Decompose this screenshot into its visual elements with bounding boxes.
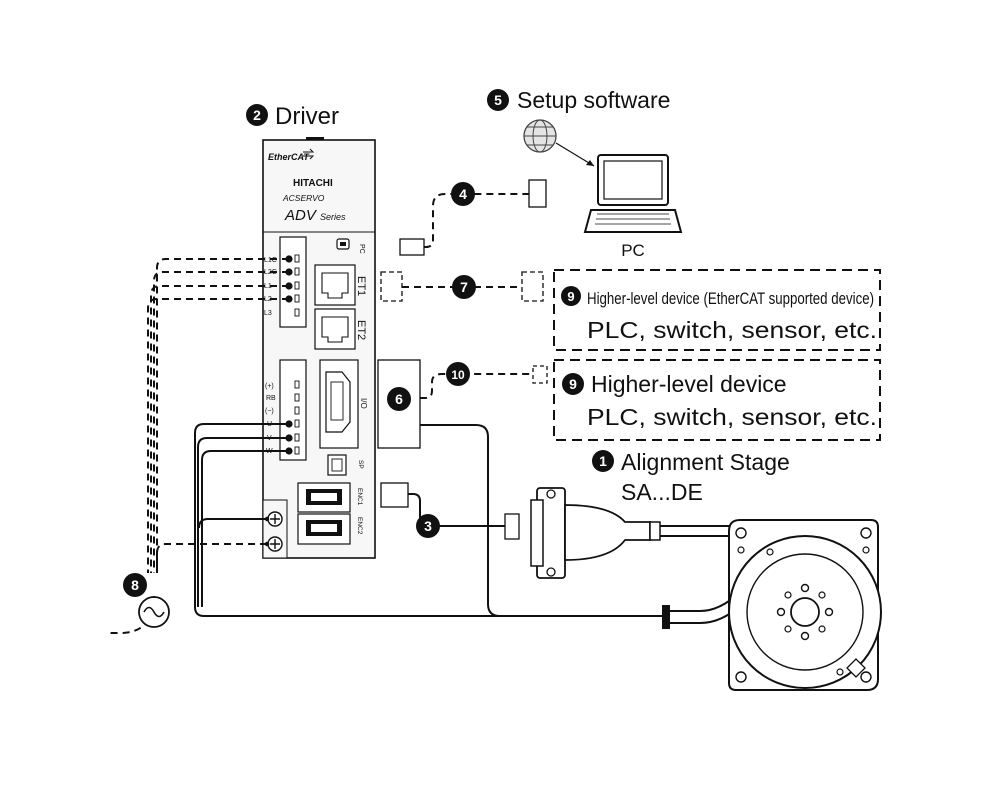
pc-cable-usb-plug bbox=[528, 179, 547, 208]
terminal-label: (−) bbox=[265, 408, 274, 415]
stage-title: Alignment Stage bbox=[621, 449, 790, 475]
terminal-label: L1C bbox=[264, 257, 277, 264]
dashed-power-cables bbox=[108, 258, 289, 634]
ethercat-logo: EtherCAT bbox=[268, 152, 310, 162]
higher-io-examples: PLC, switch, sensor, etc. bbox=[587, 404, 877, 430]
higher-io-number-badge: 9 bbox=[562, 373, 584, 395]
driver-unit: EtherCAT HITACHI ACSERVO ADV Series L1C … bbox=[262, 137, 376, 559]
stage-number-badge: 1 bbox=[592, 450, 614, 472]
svg-text:9: 9 bbox=[567, 289, 574, 304]
et2-port-label: ET2 bbox=[355, 320, 367, 340]
marker-10: 10 bbox=[446, 362, 470, 386]
terminal-label: RB bbox=[266, 395, 276, 402]
pc-cable-plug bbox=[399, 238, 425, 256]
svg-text:8: 8 bbox=[131, 577, 139, 593]
alignment-stage-device bbox=[530, 487, 882, 691]
laptop-icon bbox=[583, 154, 683, 233]
stage-model: SA...DE bbox=[621, 479, 703, 505]
driver-number-badge: 2 bbox=[246, 104, 268, 126]
pc-label: PC bbox=[621, 241, 645, 260]
svg-text:4: 4 bbox=[459, 186, 467, 202]
globe-icon bbox=[523, 119, 557, 153]
driver-title: Driver bbox=[275, 103, 339, 130]
terminal-label: L1 bbox=[264, 283, 272, 290]
driver-product-line: ACSERVO bbox=[282, 193, 325, 203]
setup-software-title: Setup software bbox=[517, 87, 670, 113]
marker-8: 8 bbox=[123, 573, 147, 597]
higher-level-io-box bbox=[553, 359, 881, 441]
svg-text:7: 7 bbox=[460, 279, 468, 295]
svg-text:5: 5 bbox=[494, 92, 502, 108]
svg-text:6: 6 bbox=[395, 391, 403, 407]
ethercat-cable-plug bbox=[380, 271, 403, 302]
enc2-port-label: ENC2 bbox=[356, 517, 363, 535]
higher-ethercat-number-badge: 9 bbox=[561, 286, 581, 306]
pc-port-label: PC bbox=[358, 244, 365, 254]
setup-software-number-badge: 5 bbox=[487, 89, 509, 111]
svg-text:9: 9 bbox=[569, 376, 577, 392]
terminal-label: (+) bbox=[265, 383, 274, 390]
svg-text:1: 1 bbox=[599, 453, 607, 469]
marker-6: 6 bbox=[387, 387, 411, 411]
marker-7: 7 bbox=[452, 275, 476, 299]
svg-text:2: 2 bbox=[253, 107, 261, 123]
higher-ethercat-examples: PLC, switch, sensor, etc. bbox=[587, 317, 877, 343]
sp-port-label: SP bbox=[357, 460, 364, 469]
terminal-label: L3 bbox=[264, 310, 272, 317]
terminal-label: L2 bbox=[264, 296, 272, 303]
encoder-cable-plug bbox=[380, 482, 409, 508]
et1-port-label: ET1 bbox=[355, 276, 367, 296]
marker-3: 3 bbox=[416, 514, 440, 538]
enc1-port-label: ENC1 bbox=[356, 488, 363, 506]
svg-text:10: 10 bbox=[451, 368, 465, 382]
driver-brand: HITACHI bbox=[293, 178, 333, 189]
svg-text:3: 3 bbox=[424, 518, 432, 534]
motor-cables bbox=[194, 423, 665, 617]
ethercat-arrows-icon bbox=[303, 148, 315, 160]
higher-level-ethercat-box bbox=[553, 269, 881, 351]
driver-series: ADV Series bbox=[284, 207, 346, 224]
higher-io-title: Higher-level device bbox=[591, 371, 787, 397]
higher-ethercat-title: Higher-level device (EtherCAT supported … bbox=[587, 289, 874, 308]
io-port-label: I/O bbox=[359, 398, 368, 409]
marker-4: 4 bbox=[451, 182, 475, 206]
